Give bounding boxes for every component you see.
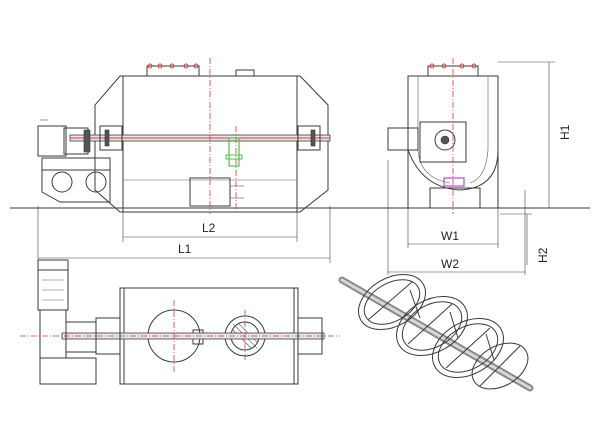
side-gearbox	[419, 121, 467, 163]
sampling-valve	[228, 137, 240, 167]
side-motor	[387, 127, 419, 151]
ribbon-agitator-3d	[338, 274, 534, 392]
vent-port	[235, 69, 255, 77]
label-l2: L2	[202, 221, 216, 235]
mixer-body	[94, 75, 329, 213]
label-l1: L1	[178, 242, 192, 256]
bearing-right	[297, 125, 321, 151]
trough-side	[407, 75, 499, 191]
label-h1: H1	[558, 124, 572, 140]
feed-inlet	[146, 65, 200, 77]
top-view	[20, 259, 340, 385]
side-discharge	[443, 177, 465, 187]
gear-motor	[37, 125, 67, 157]
label-w1: W1	[441, 229, 459, 243]
label-h2: H2	[536, 247, 550, 263]
bearing-left	[99, 125, 123, 151]
label-w2: W2	[441, 257, 459, 271]
motor-base	[41, 157, 111, 203]
front-view	[37, 58, 331, 263]
side-view	[387, 58, 555, 275]
